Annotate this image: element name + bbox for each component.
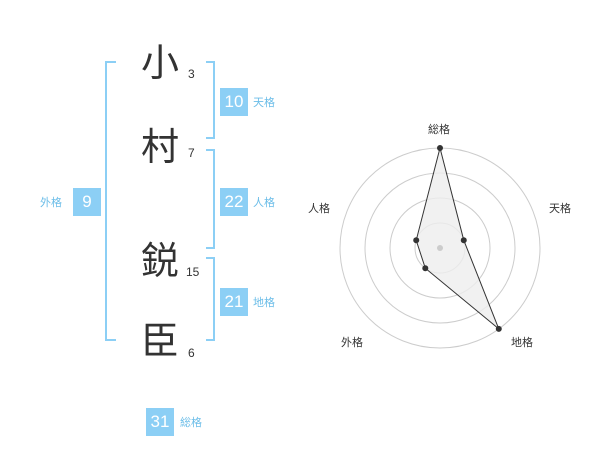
soukaku-value-badge: 31 bbox=[146, 408, 174, 436]
gaikaku-label: 外格 bbox=[40, 196, 62, 209]
outer-bracket bbox=[105, 61, 116, 341]
radar-axis-label-chikaku: 地格 bbox=[511, 336, 533, 349]
stroke-count-4: 6 bbox=[188, 346, 195, 360]
name-char-4: 臣 bbox=[140, 319, 179, 363]
chikaku-value-badge: 21 bbox=[220, 288, 248, 316]
name-char-3: 鋭 bbox=[140, 239, 179, 283]
radar-center-dot bbox=[437, 245, 443, 251]
radar-data-point bbox=[422, 265, 429, 272]
tenkaku-label: 天格 bbox=[253, 96, 275, 109]
tenkaku-value-badge: 10 bbox=[220, 88, 248, 116]
soukaku-label: 総格 bbox=[180, 416, 202, 429]
chikaku-label: 地格 bbox=[253, 296, 275, 309]
radar-axis-label-jinkaku: 人格 bbox=[308, 202, 330, 215]
stroke-count-3: 15 bbox=[186, 265, 200, 279]
radar-axis-label-soukaku: 総格 bbox=[428, 123, 450, 136]
stroke-count-1: 3 bbox=[188, 67, 195, 81]
chikaku-bracket bbox=[206, 257, 215, 341]
tenkaku-bracket bbox=[206, 61, 215, 139]
jinkaku-label: 人格 bbox=[253, 196, 275, 209]
radar-data-point bbox=[437, 145, 443, 151]
radar-data-point bbox=[413, 237, 420, 244]
stroke-count-2: 7 bbox=[188, 146, 195, 160]
radar-data-area bbox=[415, 147, 500, 330]
jinkaku-bracket bbox=[206, 149, 215, 249]
radar-axis-label-tenkaku: 天格 bbox=[549, 202, 571, 215]
jinkaku-value-badge: 22 bbox=[220, 188, 248, 216]
name-char-2: 村 bbox=[140, 125, 179, 169]
gaikaku-value-badge: 9 bbox=[73, 188, 101, 216]
radar-axis-label-gaikaku: 外格 bbox=[341, 336, 363, 349]
radar-data-point bbox=[460, 237, 467, 244]
name-char-1: 小 bbox=[140, 41, 179, 85]
radar-data-point bbox=[495, 325, 502, 332]
